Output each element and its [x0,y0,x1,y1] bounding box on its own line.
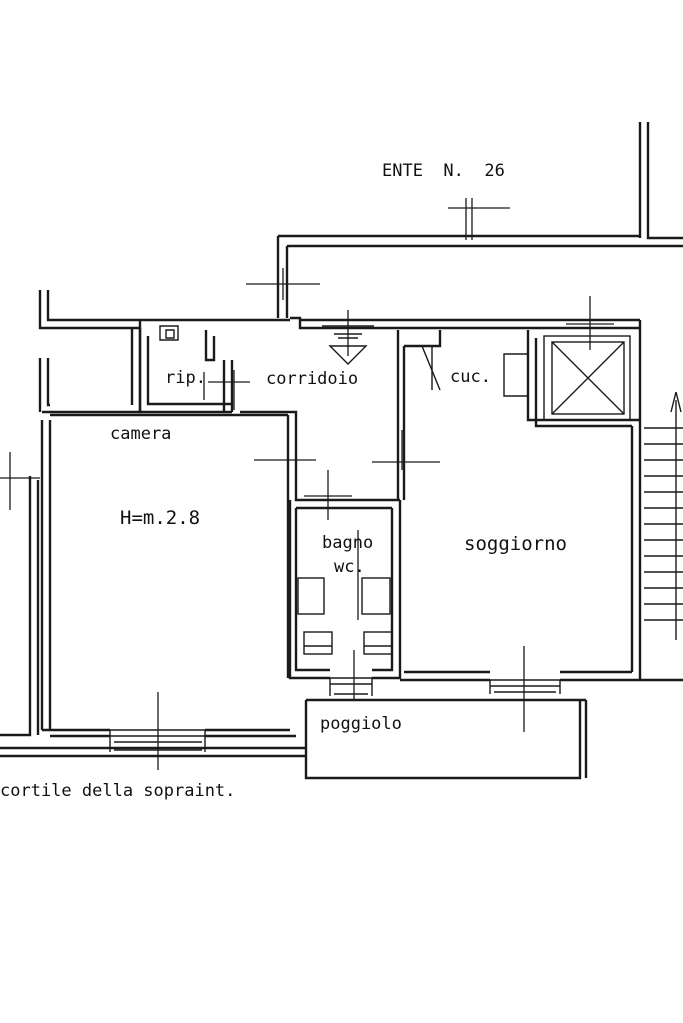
room-label-poggiolo: poggiolo [320,714,402,734]
room-labels: ENTE N. 26 rip. corridoio cuc. camera H=… [0,161,567,801]
section-marks [0,198,614,770]
room-label-soggiorno: soggiorno [464,533,567,555]
elevator-shaft [543,335,631,421]
unit-label: ENTE N. 26 [382,161,505,181]
ceiling-height-label: H=m.2.8 [120,507,200,529]
outer-walls [0,122,683,758]
staircase [644,391,683,640]
room-label-cucina: cuc. [450,367,491,387]
room-label-bagno: bagno [322,533,373,553]
stair-direction-arrow [670,391,682,413]
room-label-corridoio: corridoio [266,369,358,389]
room-label-wc: wc. [334,557,365,577]
interior-walls [138,320,683,780]
bathroom-fixtures [297,577,393,655]
courtyard-label: cortile della sopraint. [0,781,235,801]
room-label-camera: camera [110,424,171,444]
room-label-ripostiglio: rip. [165,368,206,388]
